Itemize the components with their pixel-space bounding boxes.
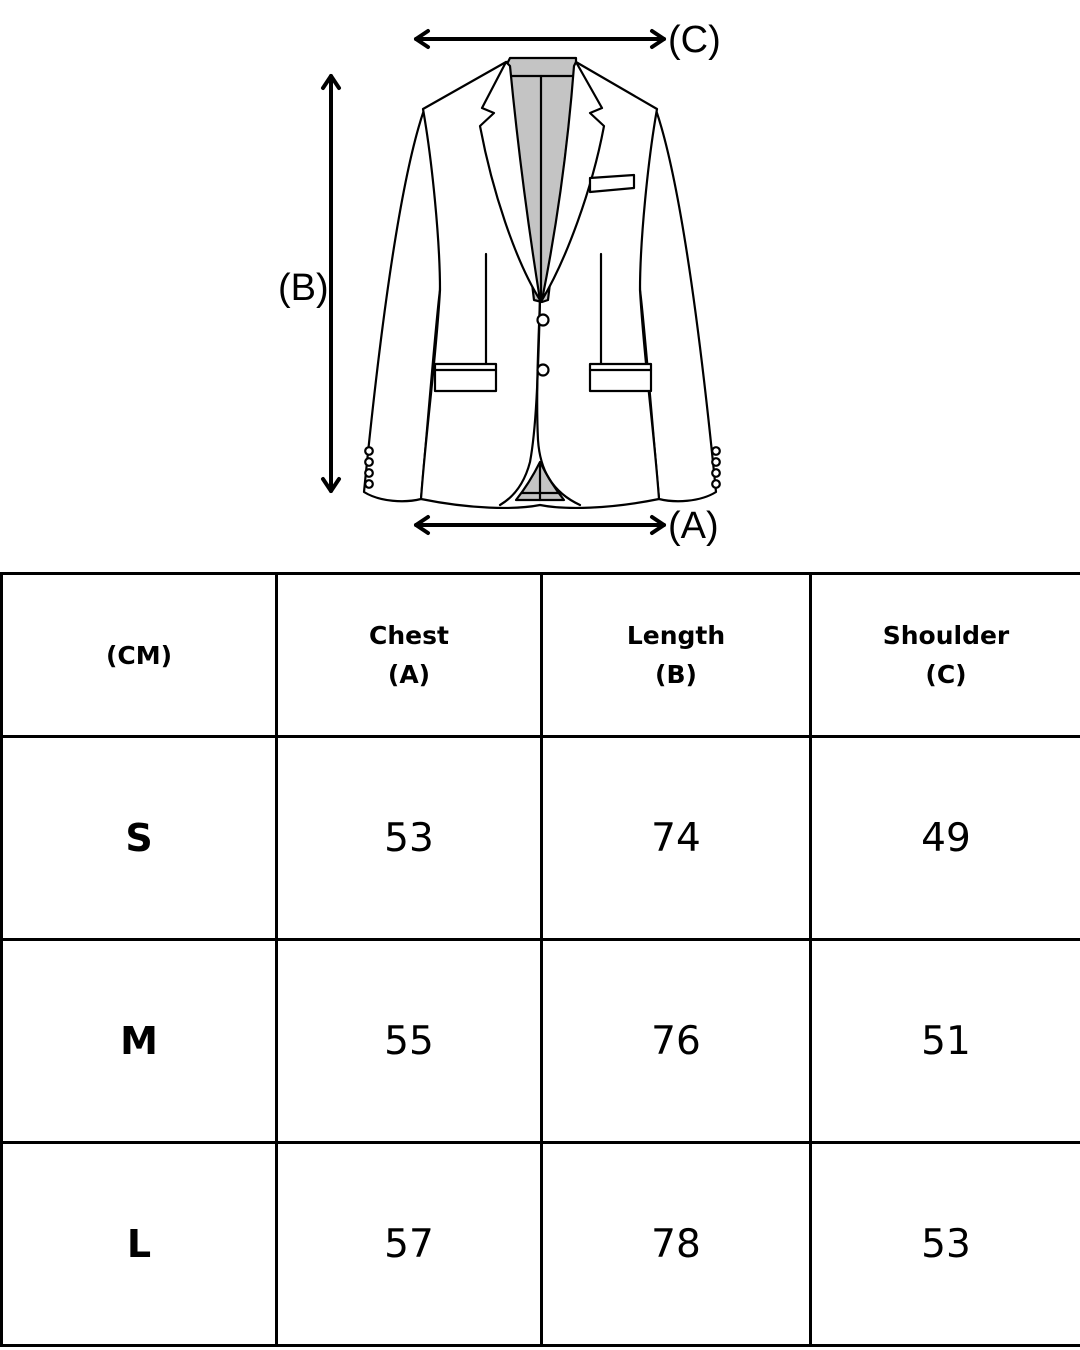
unit-header: (CM) [0, 572, 278, 738]
blazer-illustration [321, 29, 721, 535]
length-value: 74 [540, 735, 812, 941]
chest-value: 53 [275, 735, 543, 941]
chest-value: 55 [275, 938, 543, 1144]
shoulder-value: 53 [809, 1141, 1080, 1347]
length-value: 78 [540, 1141, 812, 1347]
shoulder-arrow [414, 29, 666, 49]
table-row: S 53 74 49 [0, 735, 1080, 941]
chest-label: (A) [668, 505, 719, 547]
shoulder-label: (C) [668, 19, 721, 61]
size-chart-table: (CM) Chest (A) Length (B) Shoulder (C) S… [0, 572, 1080, 1347]
chest-value: 57 [275, 1141, 543, 1347]
chest-arrow [414, 515, 666, 535]
size-label: M [0, 938, 278, 1144]
size-label: S [0, 735, 278, 941]
table-header-row: (CM) Chest (A) Length (B) Shoulder (C) [0, 572, 1080, 738]
table-row: M 55 76 51 [0, 938, 1080, 1144]
blazer-outline [362, 56, 721, 510]
table-row: L 57 78 53 [0, 1141, 1080, 1347]
size-label: L [0, 1141, 278, 1347]
shoulder-value: 49 [809, 735, 1080, 941]
length-value: 76 [540, 938, 812, 1144]
measurement-diagram: (C) (B) (A) [0, 0, 1080, 560]
length-arrow [321, 74, 341, 493]
shoulder-value: 51 [809, 938, 1080, 1144]
chest-column-header: Chest (A) [275, 572, 543, 738]
length-label: (B) [278, 267, 329, 309]
shoulder-column-header: Shoulder (C) [809, 572, 1080, 738]
length-column-header: Length (B) [540, 572, 812, 738]
